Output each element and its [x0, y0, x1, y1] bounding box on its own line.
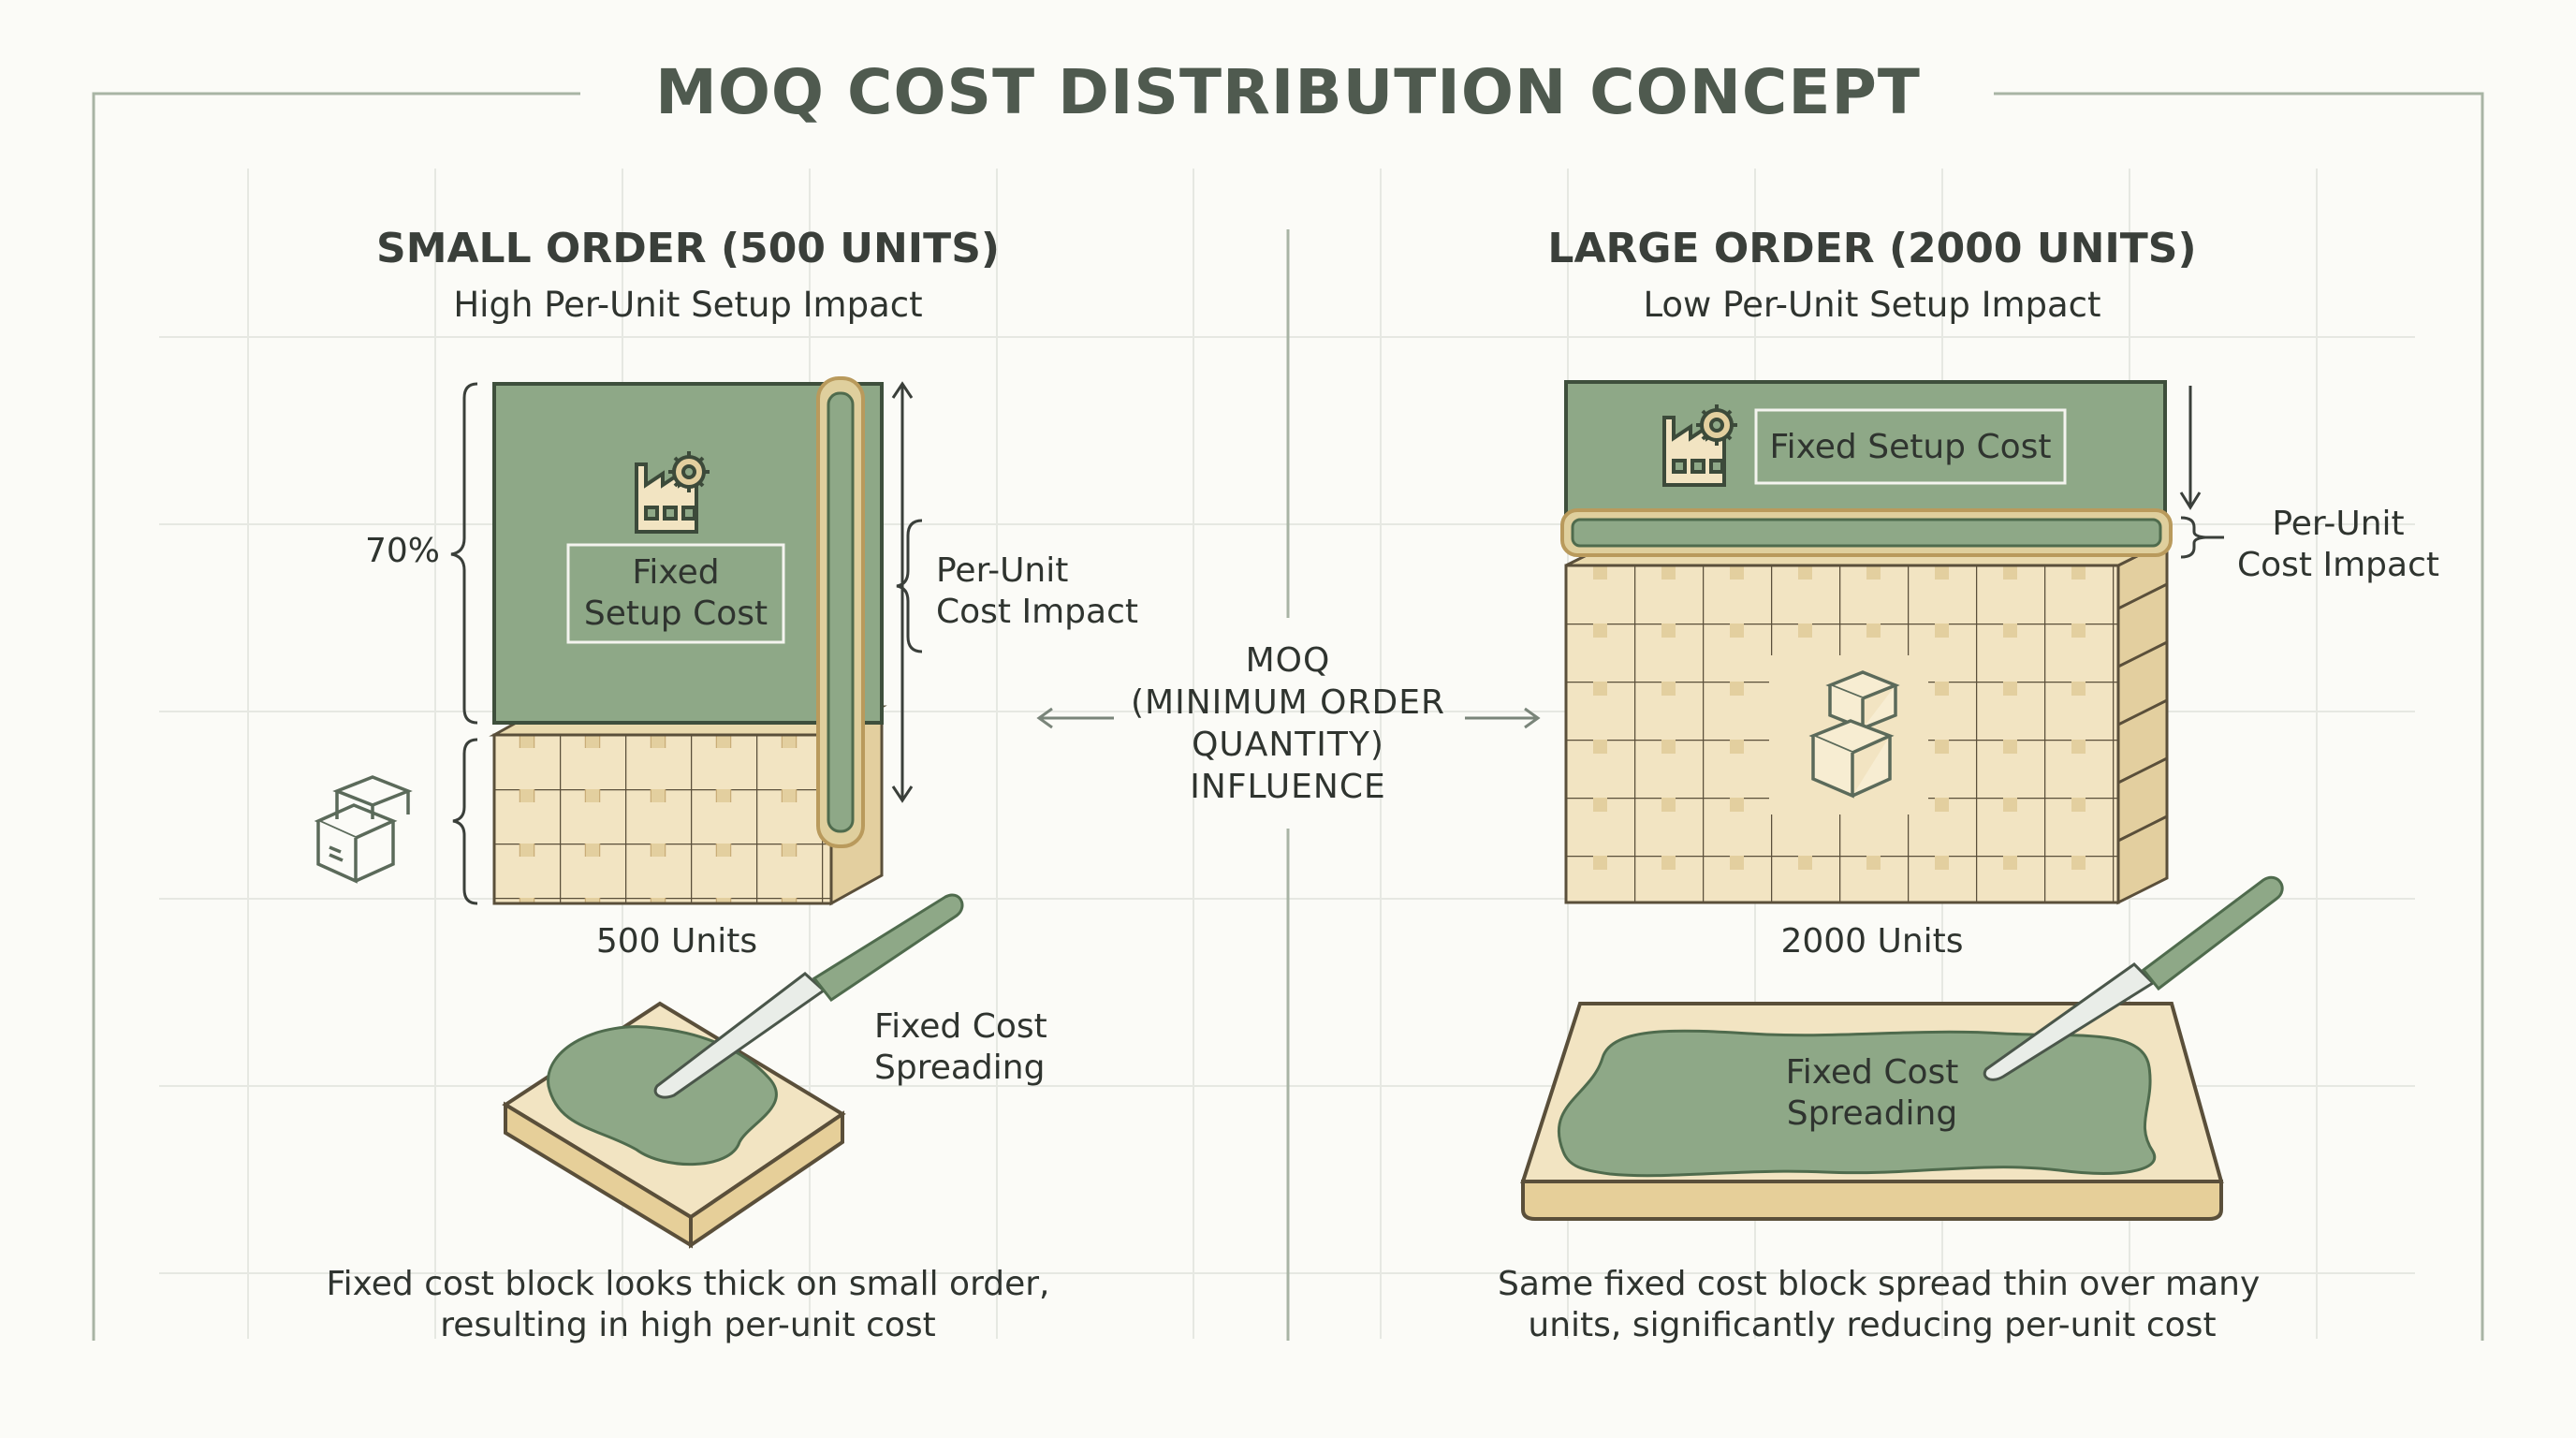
small-unit-boxes — [492, 733, 833, 905]
toast-icon — [502, 1001, 846, 1249]
small-fixed-setup-line2: Setup Cost — [583, 594, 768, 633]
boxes-bracket — [452, 738, 478, 905]
large-impact-line2: Cost Impact — [2237, 546, 2439, 584]
boxes-icon — [314, 775, 413, 884]
moq-line3: QUANTITY) — [1192, 726, 1384, 764]
factory-gear-icon — [1662, 404, 1737, 487]
small-fixed-setup-line1: Fixed — [632, 553, 720, 592]
boxes-icon — [1808, 670, 1900, 799]
large-spreading-label: Fixed Cost Spreading — [1732, 1052, 2012, 1135]
small-caption: Fixed cost block looks thick on small or… — [314, 1264, 1062, 1346]
large-fixed-setup-label-box — [1754, 408, 2067, 485]
moq-line1: MOQ — [1245, 641, 1331, 680]
small-spread-line1: Fixed Cost — [874, 1007, 1047, 1046]
large-order-heading: LARGE ORDER (2000 UNITS) — [1547, 225, 2197, 272]
page-title: MOQ COST DISTRIBUTION CONCEPT — [655, 56, 1921, 128]
large-per-unit-impact-label: Per-Unit Cost Impact — [2217, 504, 2460, 586]
large-caption-line2: units, significantly reducing per-unit c… — [1528, 1306, 2217, 1344]
butter-knife-icon — [653, 893, 964, 1099]
small-caption-line1: Fixed cost block looks thick on small or… — [326, 1265, 1050, 1303]
small-fixed-setup-label: Fixed Setup Cost — [568, 552, 783, 635]
outer-frame — [92, 92, 2484, 1341]
small-spread-line2: Spreading — [874, 1049, 1046, 1087]
small-order-stack — [489, 376, 887, 906]
moq-line2: (MINIMUM ORDER — [1130, 683, 1445, 722]
large-order-subheading: Low Per-Unit Setup Impact — [1643, 285, 2101, 325]
large-impact-line1: Per-Unit — [2272, 505, 2405, 543]
small-per-unit-impact-label: Per-Unit Cost Impact — [936, 550, 1138, 633]
small-impact-line1: Per-Unit — [936, 551, 1069, 590]
small-fixed-setup-label-box — [566, 543, 785, 644]
large-fixed-setup-label: Fixed Setup Cost — [1769, 428, 2052, 466]
small-spreading-label: Fixed Cost Spreading — [874, 1006, 1047, 1089]
small-caption-line2: resulting in high per-unit cost — [440, 1306, 936, 1344]
moq-line4: INFLUENCE — [1190, 768, 1386, 806]
small-impact-line2: Cost Impact — [936, 593, 1138, 631]
large-spread-line2: Spreading — [1786, 1094, 1958, 1133]
moq-influence-label: MOQ (MINIMUM ORDER QUANTITY) INFLUENCE — [1110, 639, 1466, 808]
influence-arrows — [1036, 707, 1541, 729]
large-spread-line1: Fixed Cost — [1785, 1053, 1959, 1092]
butter-knife-icon — [1983, 876, 2284, 1081]
per-unit-impact-arrow-large — [2179, 386, 2224, 559]
small-percent-label: 70% — [364, 532, 440, 570]
small-order-heading: SMALL ORDER (500 UNITS) — [376, 225, 1000, 272]
small-units-label: 500 Units — [595, 922, 758, 961]
large-units-label: 2000 Units — [1780, 922, 1964, 961]
percent-bracket — [450, 382, 478, 725]
large-caption-line1: Same fixed cost block spread thin over m… — [1498, 1265, 2261, 1303]
large-caption: Same fixed cost block spread thin over m… — [1498, 1264, 2261, 1346]
per-unit-impact-arrow — [891, 381, 923, 803]
factory-gear-icon — [635, 451, 710, 534]
small-order-subheading: High Per-Unit Setup Impact — [453, 285, 923, 325]
